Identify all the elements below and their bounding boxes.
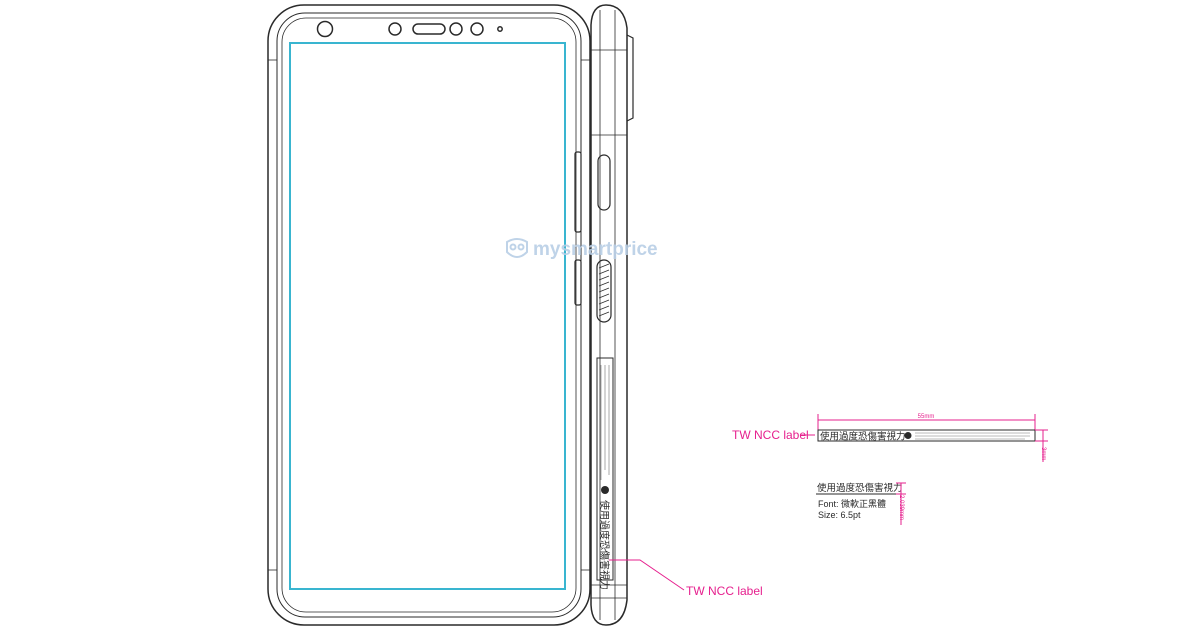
watermark: mysmartprice <box>506 238 658 260</box>
side-grille <box>596 259 612 323</box>
ncc-label-fineprint <box>915 432 1030 440</box>
display-area <box>289 42 566 590</box>
font-spec-sample-text: 使用過度恐傷害視力 <box>817 482 903 494</box>
width-dimension-text: 55mm <box>918 414 935 420</box>
side-ncc-label-fineprint <box>600 365 610 480</box>
fingerprint-strip <box>597 154 611 211</box>
side-ncc-warning-text: 使用過度恐傷害視力 <box>598 500 611 590</box>
ncc-logo-icon <box>904 432 912 439</box>
side-label-annotation: TW NCC label <box>686 584 763 598</box>
proximity-sensor-icon <box>470 22 484 36</box>
font-spec-size-line: Size: 6.5pt <box>818 510 861 520</box>
side-button-volume <box>574 151 582 233</box>
light-sensor-icon <box>497 26 503 32</box>
height-dimension-text: 3mm <box>1040 447 1046 460</box>
side-ncc-logo-icon <box>601 486 609 494</box>
font-spec-detail: 使用過度恐傷害視力 Font: 微軟正黑體 Size: 6.5pt 2.039m… <box>816 482 906 525</box>
side-label-leader-line <box>609 559 685 591</box>
front-camera-left-icon <box>316 20 334 38</box>
side-button-power <box>574 259 582 306</box>
phone-front-bezel <box>281 17 577 613</box>
rear-camera-bump <box>626 34 634 122</box>
front-camera-icon <box>388 22 402 36</box>
side-profile-outline <box>590 4 628 626</box>
phone-side-view <box>574 4 634 626</box>
phone-front-view <box>267 4 591 626</box>
front-camera-icon <box>449 22 463 36</box>
detail-label-annotation: TW NCC label <box>732 428 809 442</box>
grille-hatching <box>598 263 610 317</box>
phone-front-inner-frame <box>276 12 582 618</box>
earpiece-speaker-icon <box>412 23 446 35</box>
ncc-label-warning-text: 使用過度恐傷害視力 <box>820 431 906 443</box>
owl-logo-icon <box>506 238 528 258</box>
label-detail: 55mm 使用過度恐傷害視力 3mm TW NCC label <box>732 414 1048 462</box>
watermark-text: mysmartprice <box>533 239 658 260</box>
ncc-label-box <box>817 429 1036 442</box>
font-spec-font-line: Font: 微軟正黑體 <box>818 498 886 509</box>
text-height-dimension-text: 2.039mm <box>898 495 904 520</box>
side-ncc-label-box <box>596 357 614 581</box>
phone-front-outer-frame <box>267 4 591 626</box>
